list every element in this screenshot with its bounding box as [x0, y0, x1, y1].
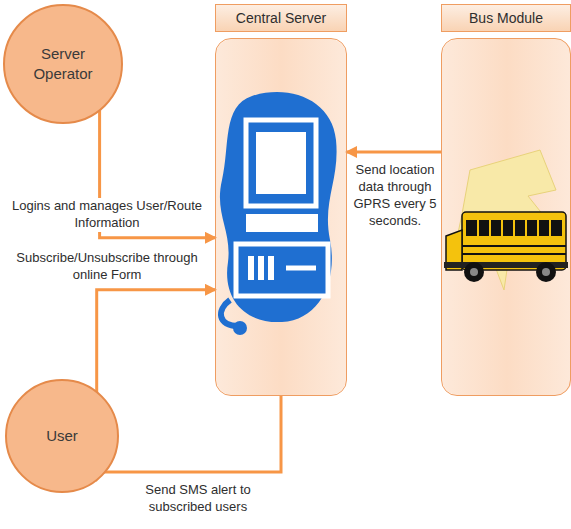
actor-circle: User: [4, 378, 120, 494]
circle-label-wrap: User: [4, 378, 120, 494]
actor-name: User: [46, 426, 78, 446]
circle-label-wrap: Server Operator: [2, 3, 124, 125]
panel-heading: Central Server: [215, 4, 347, 32]
flow-arrow: [97, 290, 215, 392]
panel-heading: Bus Module: [441, 4, 571, 32]
panel-outline: [215, 38, 347, 396]
computer-icon: [220, 92, 337, 335]
panel-outline: [441, 38, 571, 396]
flow-arrow: [347, 151, 441, 154]
edge-label: Send location data through GPRS every 5 …: [350, 162, 440, 230]
bus-panel-fill: [442, 39, 571, 395]
actor-name: Server Operator: [15, 44, 110, 85]
flow-arrow: [97, 396, 281, 480]
circle-outline: [2, 3, 124, 125]
actor-circle: Server Operator: [2, 3, 124, 125]
edge-label: Logins and manages User/Route Informatio…: [2, 198, 212, 232]
school-bus-icon: [444, 150, 568, 290]
module-panel: Central Server: [215, 4, 347, 396]
module-panel: Bus Module: [441, 4, 571, 396]
edge-label: Send SMS alert to subscribed users: [118, 482, 278, 516]
edge-label: Subscribe/Unsubscribe through online For…: [2, 250, 212, 284]
server-panel-fill: [216, 39, 346, 395]
